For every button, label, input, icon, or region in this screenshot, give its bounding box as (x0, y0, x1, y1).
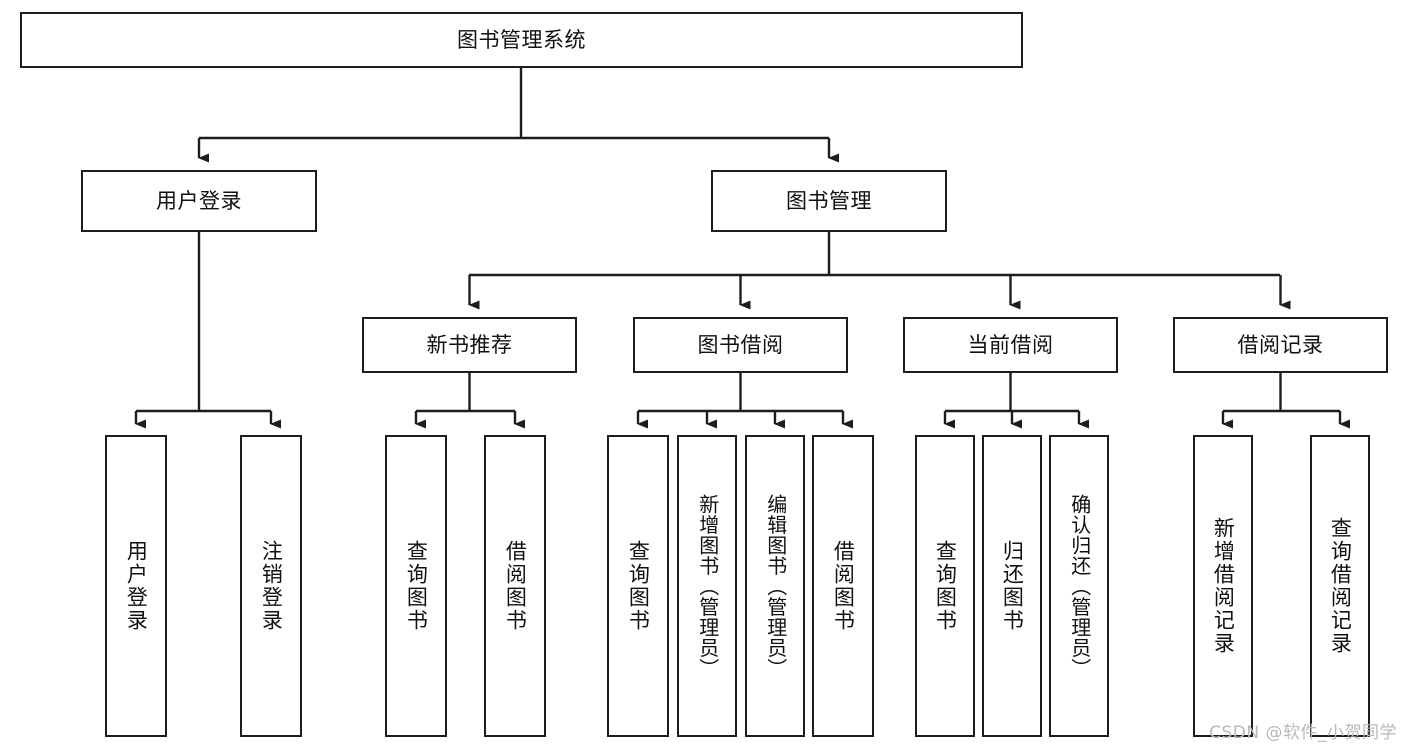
node-leaf-edit-book-label: 编辑图书（管理员） (763, 493, 788, 679)
node-leaf-add-record-label: 新增借阅记录 (1211, 517, 1236, 655)
node-leaf-query-book-3-label: 查询图书 (933, 540, 958, 632)
node-leaf-borrow-book-1[interactable]: 借阅图书 (484, 435, 546, 737)
node-book-borrow[interactable]: 图书借阅 (633, 317, 848, 373)
node-user-login[interactable]: 用户登录 (81, 170, 317, 232)
node-book-manage[interactable]: 图书管理 (711, 170, 947, 232)
node-leaf-return-book-label: 归还图书 (1000, 540, 1025, 632)
node-user-login-label: 用户登录 (156, 188, 242, 213)
node-root-system-label: 图书管理系统 (457, 27, 586, 52)
node-leaf-query-book-1[interactable]: 查询图书 (385, 435, 447, 737)
node-borrow-record-label: 借阅记录 (1237, 332, 1324, 357)
node-book-borrow-label: 图书借阅 (697, 332, 784, 357)
node-leaf-query-record-label: 查询借阅记录 (1328, 517, 1353, 655)
node-leaf-logout[interactable]: 注销登录 (240, 435, 302, 737)
node-leaf-return-book[interactable]: 归还图书 (982, 435, 1042, 737)
node-book-manage-label: 图书管理 (786, 188, 872, 213)
node-leaf-edit-book[interactable]: 编辑图书（管理员） (745, 435, 805, 737)
node-new-book-rec-label: 新书推荐 (426, 332, 513, 357)
node-root-system[interactable]: 图书管理系统 (20, 12, 1023, 68)
node-leaf-borrow-book-1-label: 借阅图书 (503, 540, 528, 632)
node-leaf-borrow-book-2[interactable]: 借阅图书 (812, 435, 874, 737)
node-leaf-query-book-3[interactable]: 查询图书 (915, 435, 975, 737)
node-leaf-borrow-book-2-label: 借阅图书 (831, 540, 856, 632)
node-leaf-query-book-1-label: 查询图书 (404, 540, 429, 632)
node-leaf-add-record[interactable]: 新增借阅记录 (1193, 435, 1253, 737)
node-leaf-confirm-return[interactable]: 确认归还（管理员） (1049, 435, 1109, 737)
node-leaf-logout-label: 注销登录 (259, 540, 284, 632)
node-leaf-query-book-2-label: 查询图书 (626, 540, 651, 632)
node-leaf-query-record[interactable]: 查询借阅记录 (1310, 435, 1370, 737)
node-current-borrow[interactable]: 当前借阅 (903, 317, 1118, 373)
node-borrow-record[interactable]: 借阅记录 (1173, 317, 1388, 373)
node-leaf-query-book-2[interactable]: 查询图书 (607, 435, 669, 737)
node-leaf-add-book[interactable]: 新增图书（管理员） (677, 435, 737, 737)
node-leaf-user-login[interactable]: 用户登录 (105, 435, 167, 737)
node-leaf-confirm-return-label: 确认归还（管理员） (1067, 493, 1092, 679)
node-leaf-user-login-label: 用户登录 (124, 540, 149, 632)
node-new-book-rec[interactable]: 新书推荐 (362, 317, 577, 373)
node-current-borrow-label: 当前借阅 (967, 332, 1054, 357)
node-leaf-add-book-label: 新增图书（管理员） (695, 493, 720, 679)
